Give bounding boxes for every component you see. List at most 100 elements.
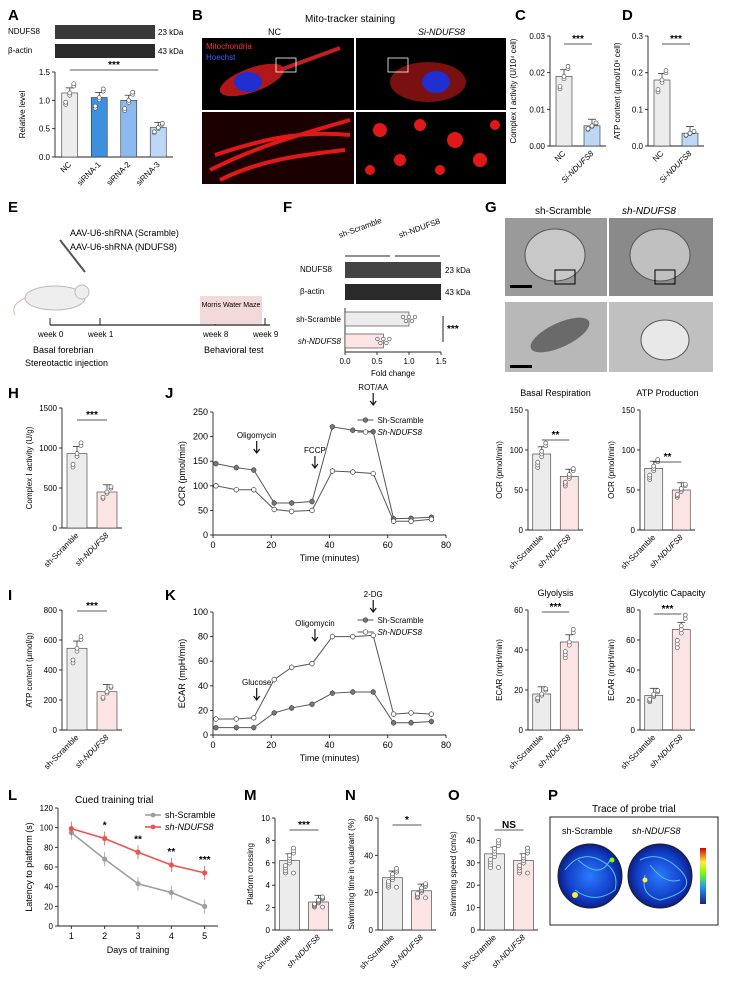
x-tick-label: 5 xyxy=(202,931,207,941)
data-point xyxy=(350,469,356,475)
data-point xyxy=(517,863,522,868)
syringe-icon xyxy=(59,239,86,273)
x-tick-label: 1.5 xyxy=(435,357,447,366)
y-tick-label: 0 xyxy=(266,926,271,935)
x-tick-label: siRNA-2 xyxy=(105,160,133,188)
y-axis-label: Swimming time in quadrant (%) xyxy=(347,818,356,929)
data-point xyxy=(678,486,684,491)
y-tick-label: 80 xyxy=(44,843,53,852)
panel-label-l: L xyxy=(8,787,17,804)
y-axis-label: OCR (pmol/min) xyxy=(177,441,187,506)
arrow-label: ROT/AA xyxy=(358,383,388,392)
y-tick-label: 20 xyxy=(626,696,635,705)
x-tick-label: 2 xyxy=(102,931,107,941)
panel-label-o: O xyxy=(448,787,460,804)
data-point xyxy=(691,129,697,134)
y-tick-label: 0 xyxy=(471,926,476,935)
y-tick-label: 0 xyxy=(631,526,636,535)
panel-a: A NDUFS8 β-actin 23 kDa 43 kDa 0.00.51.0… xyxy=(8,7,184,187)
arrow-label: Glucose xyxy=(242,678,272,687)
data-point xyxy=(108,484,114,490)
data-point xyxy=(288,508,295,515)
chart-title: Basal Respiration xyxy=(520,388,591,398)
y-tick-label: 20 xyxy=(198,705,208,715)
data-point xyxy=(384,340,389,346)
y-axis-label: Relative level xyxy=(18,90,27,138)
legend-marker xyxy=(362,617,369,623)
data-point xyxy=(682,481,688,487)
x-tick-label: siRNA-1 xyxy=(75,160,103,188)
sig-label: ** xyxy=(552,430,560,441)
data-point xyxy=(288,705,295,711)
data-point xyxy=(655,688,661,693)
y-tick-label: 0 xyxy=(519,726,524,735)
y-tick-label: 100 xyxy=(193,607,208,617)
y-tick-label: 0.1 xyxy=(632,105,644,114)
sig-label: *** xyxy=(86,601,98,612)
inject-label: Stereotactic injection xyxy=(25,358,108,368)
data-point xyxy=(329,424,336,430)
data-point xyxy=(403,318,409,324)
x-tick-label: siRNA-3 xyxy=(134,160,162,188)
data-point xyxy=(96,95,102,100)
y-tick-label: 4 xyxy=(266,881,271,890)
data-point xyxy=(74,645,80,651)
data-point xyxy=(309,661,315,667)
y-tick-label: 0 xyxy=(203,730,208,740)
panel-label-j: J xyxy=(165,385,173,402)
data-point xyxy=(428,711,435,717)
zoom-mito-fragments xyxy=(365,119,500,175)
data-point xyxy=(213,461,219,467)
micrograph-si-zoom xyxy=(356,112,506,184)
data-point xyxy=(135,849,141,855)
sig-label: *** xyxy=(447,324,459,335)
legend-label: Sh-Scramble xyxy=(377,416,424,425)
data-point xyxy=(562,479,568,485)
y-tick-label: 100 xyxy=(193,481,208,491)
sig-label: *** xyxy=(108,60,120,71)
y-tick-label: 120 xyxy=(40,804,54,813)
y-tick-label: 20 xyxy=(364,889,373,898)
sig-label: *** xyxy=(572,34,584,45)
x-axis-label: Days of training xyxy=(107,945,170,955)
data-point xyxy=(202,870,208,876)
data-point xyxy=(423,881,428,887)
sig-label: *** xyxy=(86,410,98,421)
data-point xyxy=(390,871,395,877)
data-point xyxy=(566,472,572,477)
panel-i: I 0200400600800sh-Scramblesh-NDUFS8***AT… xyxy=(8,587,122,771)
micrograph-nc-zoom xyxy=(202,112,354,184)
data-point xyxy=(412,314,418,320)
data-point xyxy=(557,84,563,89)
panel-h: H 050010001500sh-Scramblesh-NDUFS8***Com… xyxy=(8,385,122,569)
f-group2: sh-NDUFS8 xyxy=(398,216,442,239)
data-point xyxy=(570,466,576,471)
data-point xyxy=(543,686,549,692)
data-point xyxy=(92,103,98,109)
data-point xyxy=(375,336,380,342)
y-axis-label: OCR (pmol/min) xyxy=(607,441,616,499)
bar xyxy=(644,468,664,531)
y-tick-label: 60 xyxy=(626,636,635,645)
trace-paths xyxy=(564,856,688,901)
y-tick-label: 30 xyxy=(466,859,475,868)
data-point xyxy=(213,483,219,489)
data-point xyxy=(151,129,157,135)
data-point xyxy=(370,689,376,695)
y-axis-label: Complex Ⅰ activity (U/10⁴ cell) xyxy=(509,38,518,143)
bar xyxy=(559,476,579,531)
legend-marker xyxy=(362,629,369,635)
y-tick-label: 250 xyxy=(193,407,208,417)
bar xyxy=(411,890,432,931)
data-point xyxy=(390,518,397,524)
data-point xyxy=(394,866,399,871)
data-point xyxy=(408,710,414,716)
panel-f: F sh-Scramble sh-NDUFS8 NDUFS8 β-actin 2… xyxy=(283,199,471,378)
y-tick-label: 40 xyxy=(364,851,373,860)
data-point xyxy=(104,689,110,695)
y-tick-label: 0.03 xyxy=(529,32,545,41)
nucleus-nc xyxy=(234,72,262,92)
panel-c: C 0.000.010.020.03NCSi-NDUFS8***Complex … xyxy=(509,7,606,185)
l-title: Cued training trial xyxy=(75,795,153,806)
data-point xyxy=(659,77,665,83)
